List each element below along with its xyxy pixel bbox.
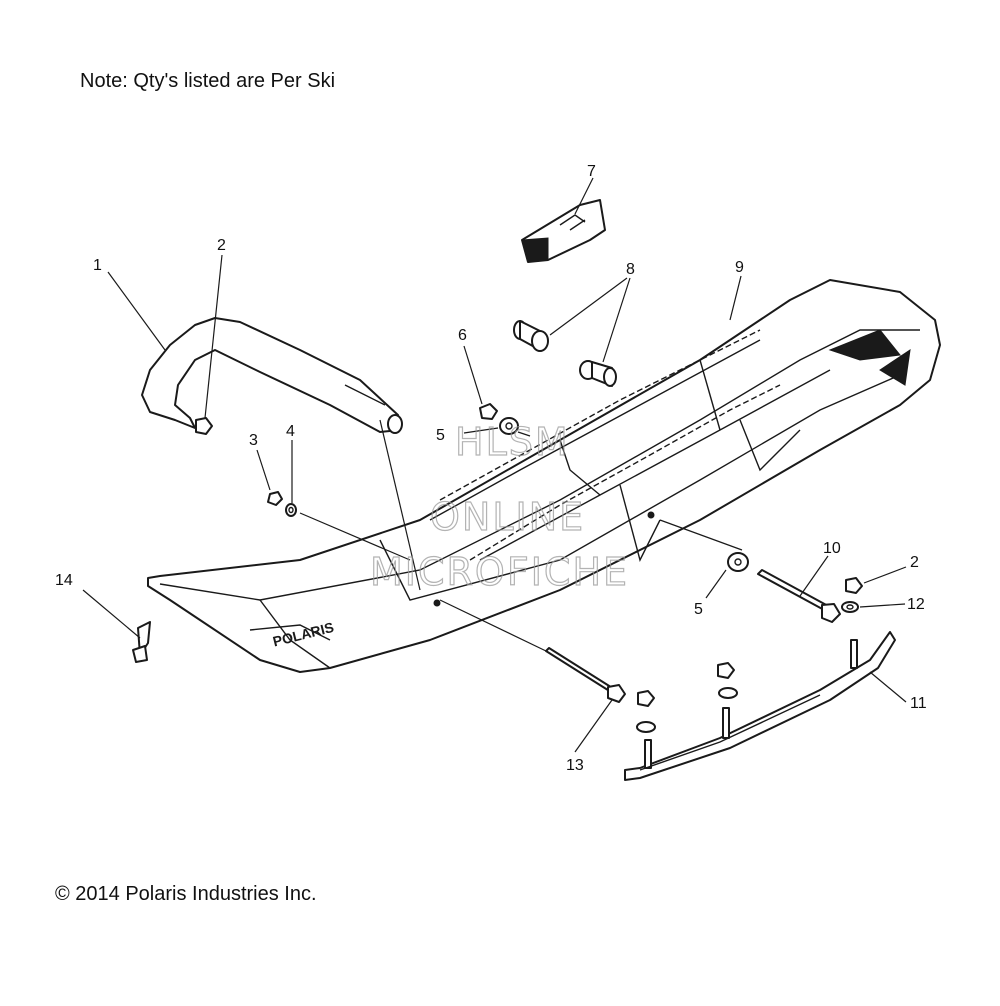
bolt-13 (545, 647, 626, 703)
runner-nut-left (636, 690, 656, 733)
callout-10: 10 (823, 540, 841, 557)
washer-12 (841, 601, 859, 613)
nut-3 (267, 491, 283, 506)
callout-9: 9 (735, 259, 744, 276)
nut-2-right (845, 577, 863, 594)
wear-pad-7 (521, 199, 606, 263)
bolt-10 (757, 569, 841, 623)
watermark-line-3: MICROFICHE (370, 550, 629, 594)
watermark-line-2: ONLINE (430, 495, 585, 539)
washer-5-lower (727, 552, 749, 572)
bushing-8-upper (513, 320, 549, 352)
callout-5-lower: 5 (694, 601, 703, 618)
callout-3: 3 (249, 432, 258, 449)
quantity-note: Note: Qty's listed are Per Ski (80, 70, 336, 92)
bushing-8-lower (579, 360, 617, 387)
washer-5-upper (499, 417, 519, 435)
callout-2-top: 2 (217, 237, 226, 254)
callout-12: 12 (907, 596, 925, 613)
washer-4 (285, 503, 297, 517)
watermark: HLSM ONLINE MICROFICHE (369, 419, 629, 594)
callout-2-right: 2 (910, 554, 919, 571)
clip-nut (195, 417, 213, 435)
runner-nut-right (717, 662, 738, 699)
callout-13: 13 (566, 757, 584, 774)
carbide-runner-11 (624, 631, 896, 781)
callout-4: 4 (286, 423, 295, 440)
callout-7: 7 (587, 163, 596, 180)
callout-14: 14 (55, 572, 73, 589)
callout-labels: 1 2 3 4 5 6 7 8 9 5 10 2 12 11 13 14 (55, 163, 927, 774)
callout-5-upper: 5 (436, 427, 445, 444)
callout-6: 6 (458, 327, 467, 344)
callout-11: 11 (910, 695, 927, 712)
copyright-text: © 2014 Polaris Industries Inc. (55, 883, 317, 905)
callout-8: 8 (626, 261, 635, 278)
ski-body: POLARIS (147, 279, 941, 673)
ski-handle (141, 317, 403, 434)
callout-1: 1 (93, 257, 102, 274)
nut-6 (479, 403, 498, 420)
watermark-line-1: HLSM (455, 420, 570, 464)
screw-14 (132, 621, 151, 663)
leader-lines (82, 177, 907, 753)
